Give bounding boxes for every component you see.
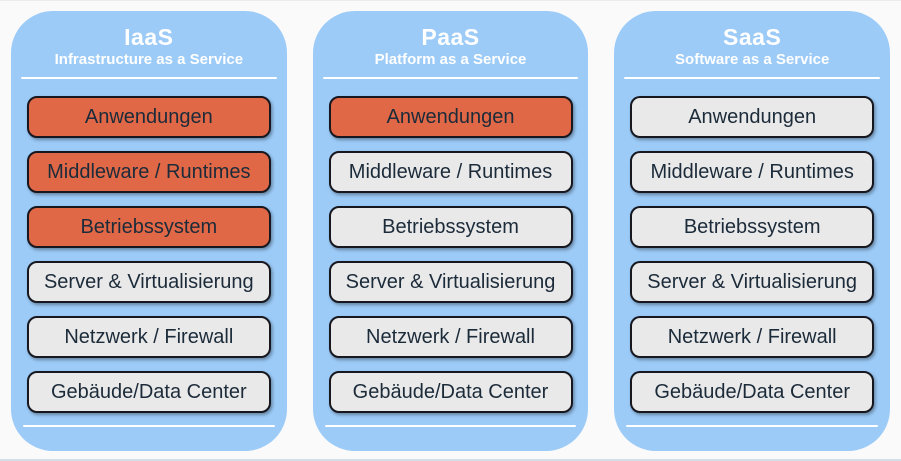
header-divider xyxy=(322,77,579,79)
column-iaas-subtitle: Infrastructure as a Service xyxy=(54,51,244,68)
layer-anwendungen: Anwendungen xyxy=(630,96,875,138)
header-divider xyxy=(624,77,881,79)
layer-stack: Anwendungen Middleware / Runtimes Betrie… xyxy=(11,96,287,413)
layer-betriebssystem: Betriebssystem xyxy=(26,206,271,248)
layer-anwendungen: Anwendungen xyxy=(328,96,573,138)
column-paas-subtitle: Platform as a Service xyxy=(374,51,527,68)
header-divider xyxy=(21,77,277,79)
footer-divider xyxy=(324,425,577,427)
footer-divider xyxy=(626,425,879,427)
layer-middleware-runtimes: Middleware / Runtimes xyxy=(328,151,573,193)
column-saas: SaaS Software as a Service Anwendungen M… xyxy=(614,11,891,451)
layer-netzwerk-firewall: Netzwerk / Firewall xyxy=(26,316,271,358)
column-saas-header: SaaS Software as a Service xyxy=(614,24,890,79)
layer-server-virtualisierung: Server & Virtualisierung xyxy=(328,261,573,303)
layer-server-virtualisierung: Server & Virtualisierung xyxy=(26,261,271,303)
column-saas-subtitle: Software as a Service xyxy=(675,51,830,68)
column-iaas: IaaS Infrastructure as a Service Anwendu… xyxy=(11,11,287,451)
column-iaas-title: IaaS xyxy=(124,24,174,50)
layer-gebaeude-data-center: Gebäude/Data Center xyxy=(328,371,573,413)
layer-server-virtualisierung: Server & Virtualisierung xyxy=(630,261,875,303)
layer-betriebssystem: Betriebssystem xyxy=(328,206,573,248)
column-paas: PaaS Platform as a Service Anwendungen M… xyxy=(312,11,589,451)
column-saas-title: SaaS xyxy=(723,24,782,50)
layer-betriebssystem: Betriebssystem xyxy=(630,206,875,248)
layer-anwendungen: Anwendungen xyxy=(26,96,271,138)
column-paas-title: PaaS xyxy=(421,24,480,50)
column-paas-header: PaaS Platform as a Service xyxy=(313,24,589,79)
layer-middleware-runtimes: Middleware / Runtimes xyxy=(26,151,271,193)
layer-netzwerk-firewall: Netzwerk / Firewall xyxy=(630,316,875,358)
footer-divider xyxy=(23,425,275,427)
layer-netzwerk-firewall: Netzwerk / Firewall xyxy=(328,316,573,358)
layer-gebaeude-data-center: Gebäude/Data Center xyxy=(630,371,875,413)
layer-stack: Anwendungen Middleware / Runtimes Betrie… xyxy=(614,96,890,413)
column-iaas-header: IaaS Infrastructure as a Service xyxy=(11,24,287,79)
layer-middleware-runtimes: Middleware / Runtimes xyxy=(630,151,875,193)
layer-gebaeude-data-center: Gebäude/Data Center xyxy=(26,371,271,413)
layer-stack: Anwendungen Middleware / Runtimes Betrie… xyxy=(313,96,589,413)
